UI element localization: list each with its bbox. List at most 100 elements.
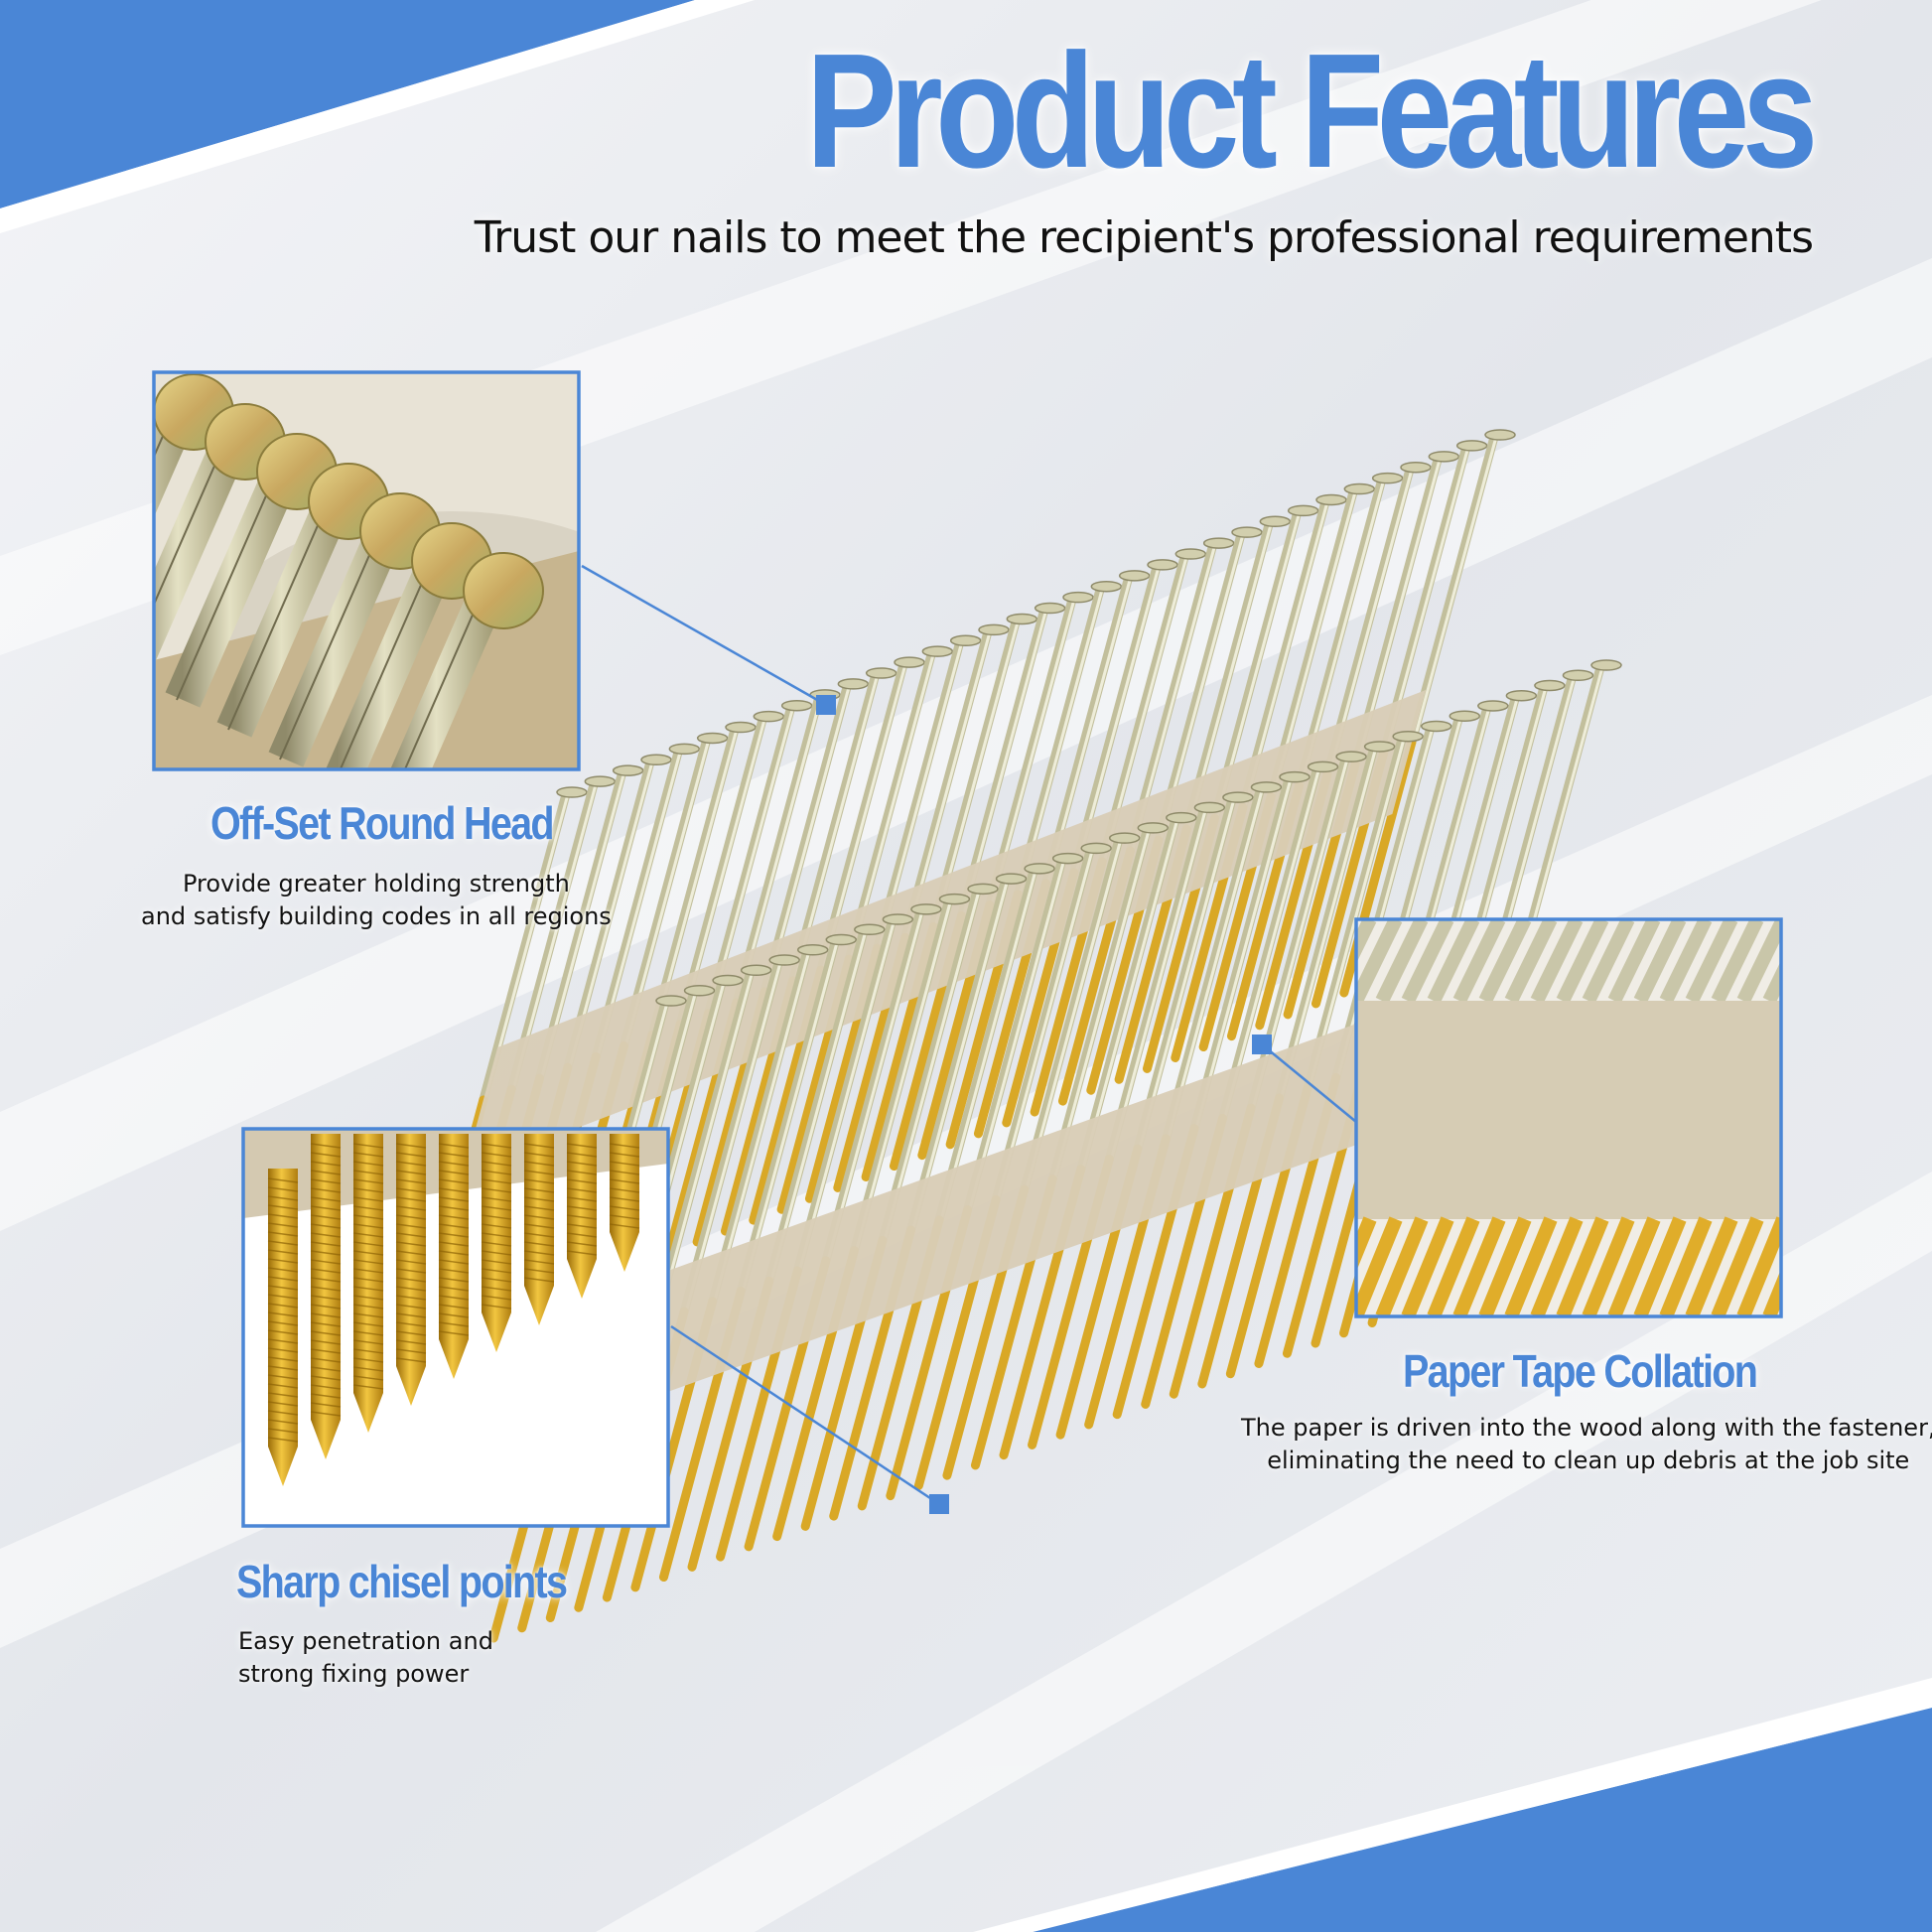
nail-point [353,1134,383,1433]
callout-marker-chisel-points [929,1494,949,1514]
nail-shank [1478,919,1532,1005]
nail-ring [267,1419,299,1425]
nail-ring [438,1223,470,1229]
nail-ring [352,1232,384,1238]
nail-ring [267,1347,299,1353]
nail-shank-gold [1478,1216,1532,1316]
feature-title-paper-tape: Paper Tape Collation [1403,1345,1758,1397]
nail-shank-gold [1607,1216,1661,1316]
nail-ring [310,1295,342,1301]
nail-highlight [996,849,1094,1200]
nail-shank [991,845,1095,1204]
nail-ring [352,1339,384,1345]
page-title: Product Features [805,20,1819,202]
nail-ring [438,1250,470,1256]
nail-ring [352,1268,384,1274]
nail-ring [352,1259,384,1265]
nail-head [1118,570,1151,582]
nail-highlight [883,890,981,1241]
nail-head [1024,863,1055,875]
nail-ring [481,1295,512,1301]
nail-shank [1762,960,1781,1005]
nail-shank [154,424,253,665]
nail-ring [523,1205,555,1211]
nail-head [1363,741,1396,753]
feature-title-round-head: Off-Set Round Head [210,797,555,849]
feature-desc-round-head: Provide greater holding strength and sat… [141,868,612,933]
nail-head [1250,781,1283,793]
nail-ring [395,1187,427,1193]
nail-ring [267,1320,299,1326]
nail-ring [438,1161,470,1167]
nail-ring [352,1241,384,1247]
nail-ring [267,1204,299,1210]
nail-ring [310,1187,342,1193]
nail-shank [1530,919,1584,1005]
nail-head [1166,811,1197,824]
nail-ring [438,1321,470,1327]
nail-ring [267,1258,299,1264]
nail-ring [523,1170,555,1175]
nail-ring [609,1178,640,1184]
nail-ring [267,1240,299,1246]
nail-ring [481,1196,512,1202]
nail-ring [481,1205,512,1211]
nail-head [1343,483,1376,495]
nail-highlight [939,870,1037,1221]
nail-head [1392,730,1424,743]
nail-highlight [769,930,868,1282]
nail-ring [395,1196,427,1202]
nail-ring [523,1268,555,1274]
nail-ring [609,1187,640,1193]
nail-shank [849,897,953,1256]
nail-ring [310,1366,342,1372]
nail-head [967,883,999,896]
nail-shank [1582,919,1635,1005]
nail-ring [395,1286,427,1292]
nail-ring [481,1214,512,1220]
nail-shank-gold [1401,1216,1454,1316]
nail-ring [352,1223,384,1229]
nail-head [1534,679,1566,692]
nail-shank [1076,815,1180,1174]
nail-ring [310,1402,342,1408]
nail-ring [352,1286,384,1292]
nail-ring [395,1312,427,1318]
nail-head [640,754,672,766]
inset-round-head-closeup [152,370,581,771]
nail-shank [1401,919,1454,1005]
nail-ring [267,1285,299,1291]
nail-highlight [741,941,839,1292]
nail-highlight [1109,809,1207,1160]
nail-highlight [713,951,811,1303]
nail-shadow [279,520,385,760]
nail-shank [736,937,840,1297]
nail-head [753,710,785,723]
nail-ring [395,1250,427,1256]
nail-ring [267,1303,299,1309]
nail-shank [1161,784,1265,1144]
nail-point [610,1134,639,1272]
nail-shank [963,856,1067,1215]
nail-ring [438,1312,470,1318]
nail-ring [352,1152,384,1158]
nail-highlight [1081,819,1179,1171]
nail-ring [395,1321,427,1327]
nail-shadow [154,431,230,608]
nail-ring [267,1392,299,1398]
nail-ring [310,1178,342,1184]
nail-ring [395,1161,427,1167]
nail-shank [1356,919,1403,1005]
nail-shank [764,926,869,1286]
nail-shank [934,866,1038,1225]
nail-head [712,974,744,987]
nail-ring [267,1276,299,1282]
nail-shank-gold [1762,1269,1781,1316]
nail-head [1420,720,1452,733]
feature-desc-paper-tape: The paper is driven into the wood along … [1241,1412,1932,1477]
nail-ring [438,1187,470,1193]
nail-ring [310,1152,342,1158]
nail-ring [352,1348,384,1354]
